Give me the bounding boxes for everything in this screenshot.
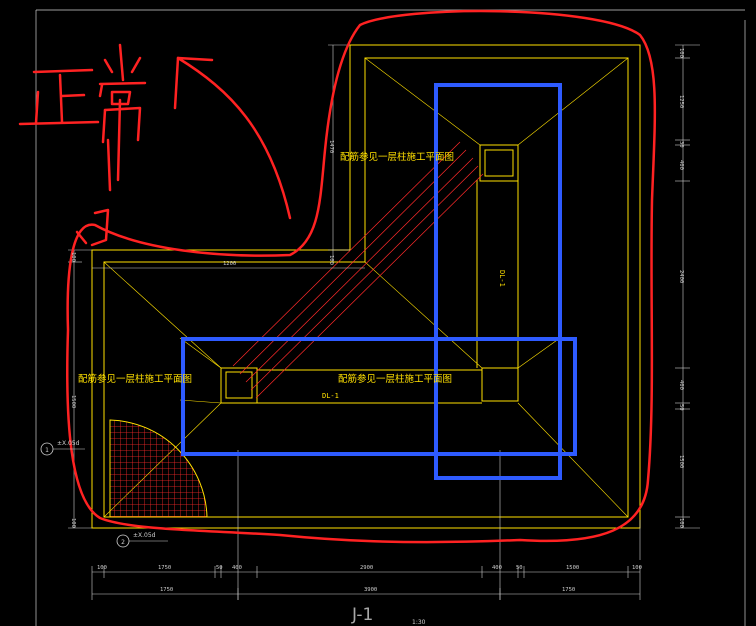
slope-lines (103, 57, 629, 518)
note-center: 配筋参见一层柱施工平面图 (338, 373, 452, 385)
highlight-horizontal-beam (181, 337, 577, 456)
svg-text:1: 1 (45, 447, 49, 454)
column-left (220, 367, 258, 404)
section-marker-1: 1 ±X.05d (40, 440, 85, 456)
svg-text:±X.05d: ±X.05d (57, 440, 80, 447)
dim-right-5: 2400 (678, 270, 684, 283)
dim-bottom-4: 400 (232, 565, 242, 571)
dim-bottom-7: 50 (516, 565, 523, 571)
freehand-outline (66, 9, 657, 544)
highlight-vertical-beam (434, 83, 562, 480)
svg-text:±X.05d: ±X.05d (133, 532, 156, 539)
section-marker-2: 2 ±X.05d (116, 532, 168, 548)
dim-right-8: 1500 (678, 455, 684, 468)
dim-right-3: 30 (678, 141, 684, 148)
dim-bottom-row2-3: 1750 (562, 587, 575, 593)
dim-right-7: 50 (678, 404, 684, 411)
note-left: 配筋参见一层柱施工平面图 (78, 373, 192, 385)
note-top: 配筋参见一层柱施工平面图 (340, 151, 454, 163)
handwriting-strokes (18, 43, 292, 247)
dim-right-9: 100 (678, 518, 684, 528)
dim-bottom-5: 2900 (360, 565, 373, 571)
dim-bottom-9: 100 (632, 565, 642, 571)
svg-text:2: 2 (121, 539, 125, 546)
dim-step-2: 100 (328, 255, 334, 265)
dim-bottom-row2-2: 3900 (364, 587, 377, 593)
beam-label-vertical: DL-1 (498, 270, 506, 287)
drawing-scale: 1:30 (412, 619, 426, 626)
dim-bottom-3: 50 (216, 565, 223, 571)
beam-label-horizontal: DL-1 (322, 392, 339, 400)
dimension-lines (68, 44, 700, 600)
dim-left-1: 100 (70, 252, 76, 262)
dim-step-1: 1470 (328, 140, 334, 153)
dim-right-4: 400 (678, 160, 684, 170)
dim-right-2: 1250 (678, 95, 684, 108)
hatch-region (109, 419, 208, 518)
highlight-boxes (181, 83, 577, 480)
rebar-diagonal (232, 141, 484, 399)
dim-left-3: 100 (70, 518, 76, 528)
dim-left-2: 1500 (70, 395, 76, 408)
drawing-title: J-1 (351, 605, 373, 625)
dim-right-6: 400 (678, 380, 684, 390)
dim-bottom-6: 400 (492, 565, 502, 571)
dim-bottom-row2-1: 1750 (160, 587, 173, 593)
dim-bottom-1: 100 (97, 565, 107, 571)
column-top (479, 144, 519, 182)
dim-bottom-8: 1500 (566, 565, 579, 571)
dim-top-left: 1200 (223, 261, 236, 267)
dim-right-1: 100 (678, 48, 684, 58)
column-center (481, 367, 519, 402)
dim-bottom-2: 1750 (158, 565, 171, 571)
